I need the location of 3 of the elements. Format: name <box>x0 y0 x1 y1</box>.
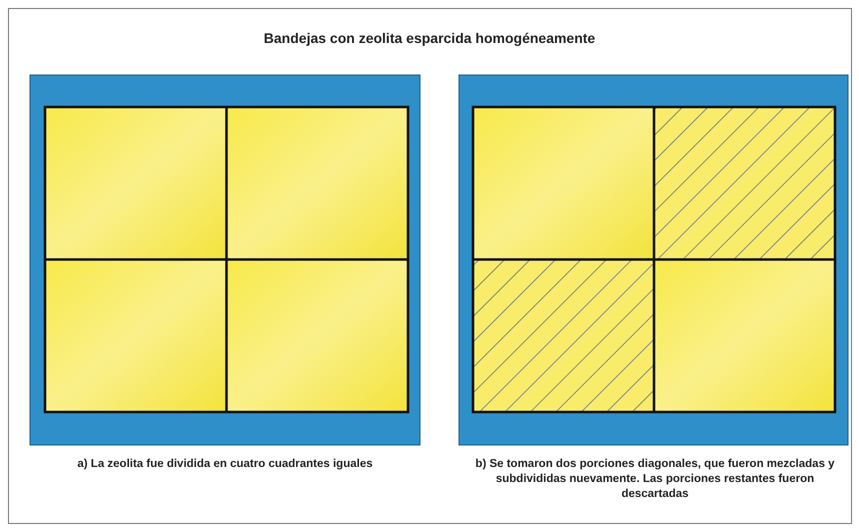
caption: b) Se tomaron dos porciones diagonales, que fueron mezcladas y subdivididas nuevamente. Las porciones restantes fueron descartadas <box>474 457 836 502</box>
diagram-title: Bandejas con zeolita esparcida homogéneamente <box>262 30 596 46</box>
caption: a) La zeolita fue dividida en cuatro cuadrantes iguales <box>76 457 374 472</box>
